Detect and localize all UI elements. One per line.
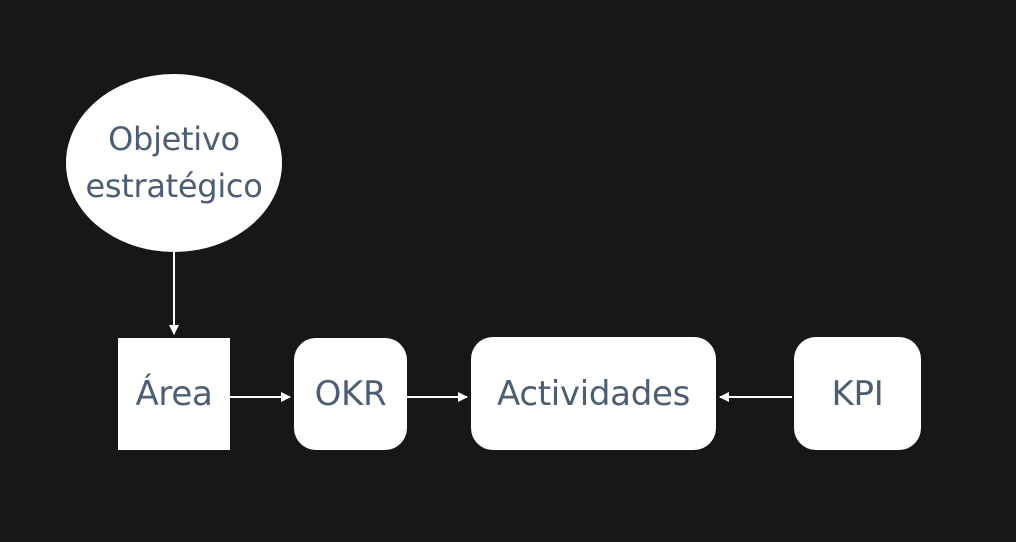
area-label: Área	[135, 374, 213, 414]
okr-label: OKR	[314, 374, 387, 414]
objetivo-estrategico-label: Objetivo estratégico	[85, 120, 263, 205]
kpi-node: KPI	[794, 337, 921, 450]
kpi-label: KPI	[831, 373, 884, 414]
area-node: Área	[118, 338, 230, 450]
actividades-label: Actividades	[496, 373, 691, 414]
okr-node: OKR	[294, 338, 407, 450]
objetivo-estrategico-node: Objetivo estratégico	[66, 74, 282, 252]
actividades-node: Actividades	[471, 337, 716, 450]
